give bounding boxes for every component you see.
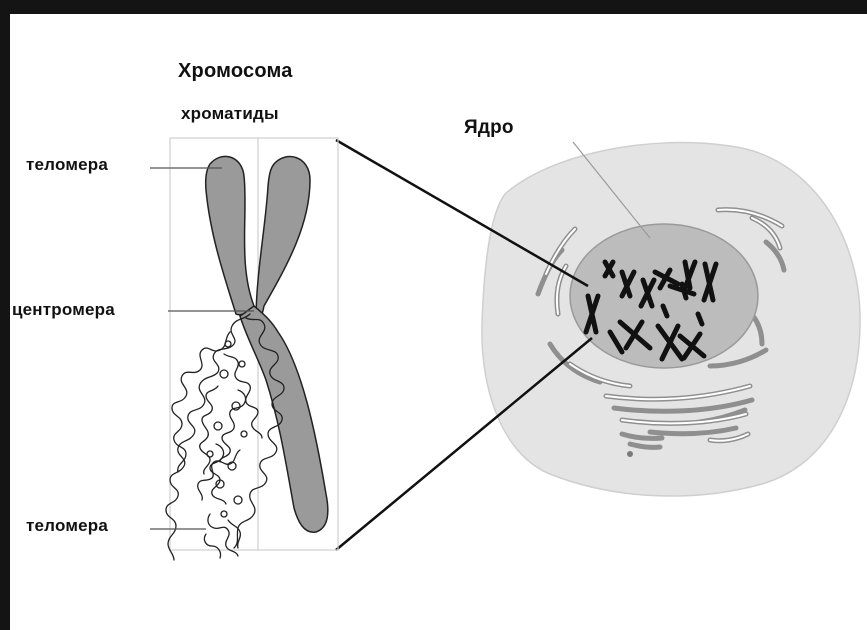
chromatid-left-arm [206,156,254,314]
centromere-label: центромера [12,300,115,320]
nucleus-label: Ядро [464,117,514,139]
diagram-canvas: Хромосома хроматиды Ядро теломера центро… [10,14,867,630]
chromosome-cell-diagram [10,14,867,630]
chromatid-right-arm [256,157,310,321]
telomere-bottom-label: теломера [26,516,108,536]
chromosome-panel [150,138,338,560]
vesicle [627,451,633,457]
chromatid-lower [240,306,328,532]
telomere-top-label: теломера [26,155,108,175]
title-chromosome: Хромосома [178,60,293,83]
title-chromatids: хроматиды [181,104,279,124]
cell [482,142,860,496]
